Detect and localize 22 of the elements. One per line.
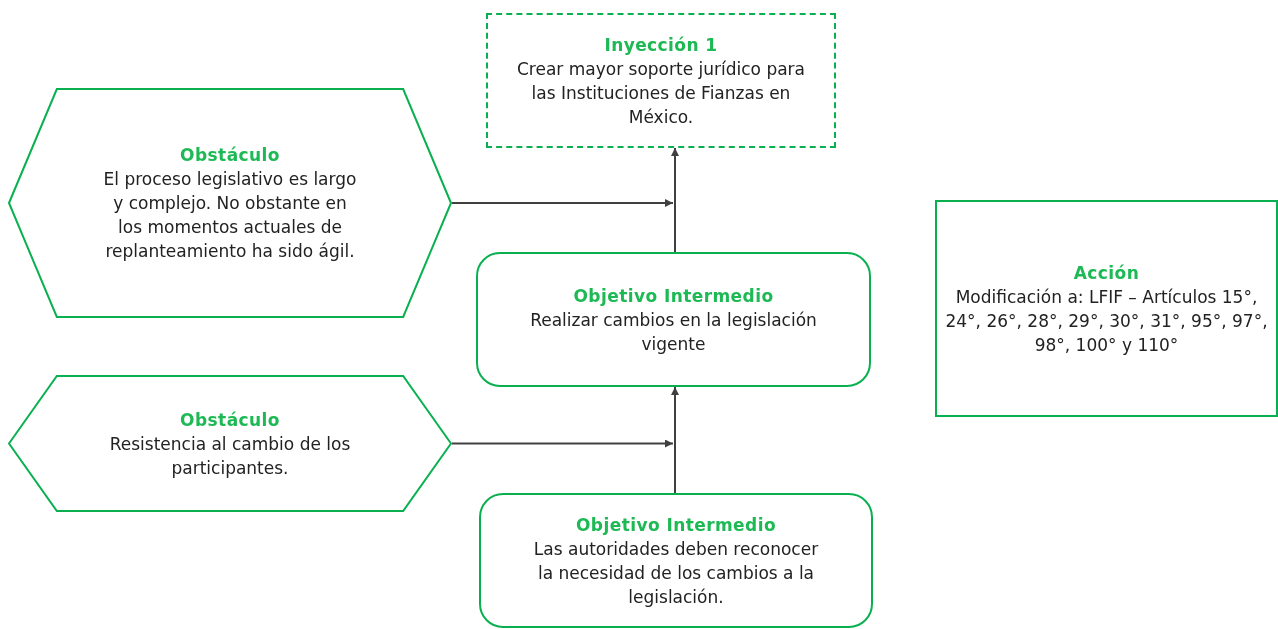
box-text: Modificación a: LFIF – Artículos 15°, 24°, 26°, 28°, 29°, 30°, 31°, 95°, 97°, 98°, 100° y 110°	[944, 285, 1269, 357]
box-text: Resistencia al cambio de los participantes.	[108, 432, 352, 480]
arrow	[451, 439, 674, 448]
text-box	[476, 252, 871, 387]
text-box	[479, 493, 873, 628]
box-text: Las autoridades deben reconocer la necesidad de los cambios a la legislación.	[532, 537, 820, 609]
box-heading: Inyección 1	[604, 33, 718, 57]
box-text: Crear mayor soporte jurídico para las Instituciones de Fianzas en México.	[515, 57, 806, 129]
text-box	[486, 13, 836, 148]
arrow	[451, 199, 674, 207]
box-heading: Obstáculo	[180, 144, 280, 167]
box-text: Realizar cambios en la legislación vigente	[529, 308, 818, 356]
text-box	[935, 200, 1278, 417]
arrow	[671, 147, 679, 253]
box-text: El proceso legislativo es largo y complejo. No obstante en los momentos actuales de replanteamiento ha sido ágil.	[102, 168, 358, 263]
box-heading: Obstáculo	[180, 408, 280, 432]
box-heading: Objetivo Intermedio	[575, 513, 777, 537]
hexagon-box	[8, 88, 452, 318]
box-heading: Objetivo Intermedio	[573, 284, 774, 308]
box-heading: Acción	[1073, 261, 1140, 285]
arrow	[671, 386, 679, 494]
hexagon-box	[8, 375, 452, 512]
